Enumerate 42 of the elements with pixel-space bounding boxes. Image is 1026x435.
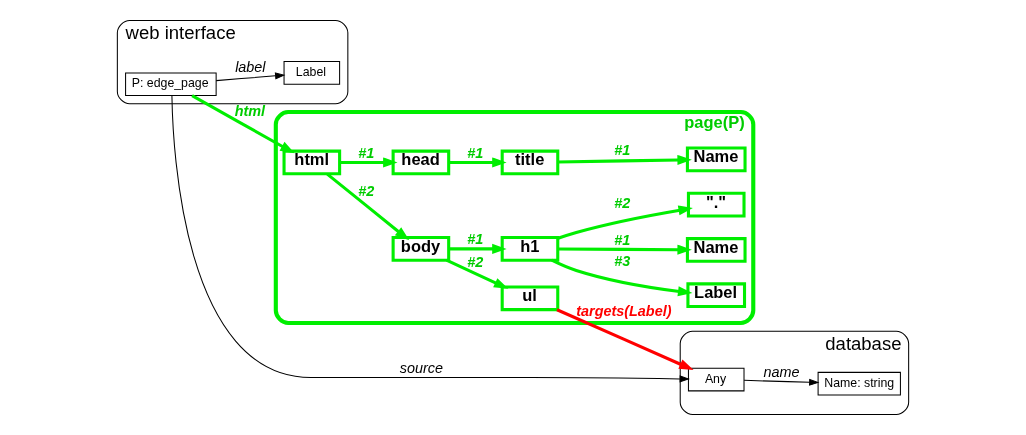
edge-label: #2: [358, 182, 375, 199]
edge-label: #1: [358, 144, 375, 161]
edge-label: name: [763, 363, 800, 380]
node-box: html: [282, 149, 342, 176]
edge-label: #3: [614, 252, 631, 269]
node-box: body: [391, 236, 451, 262]
edge-label: html: [234, 103, 266, 120]
arrow: [551, 258, 693, 297]
arrow: [557, 205, 693, 240]
arrow: [743, 378, 820, 386]
arrow: [445, 258, 509, 289]
arrow: [171, 95, 690, 383]
node-box: title: [500, 149, 560, 176]
node-box: P: edge_page: [125, 72, 217, 97]
node-box: ul: [500, 285, 560, 312]
edge-label: targets(Label): [576, 302, 672, 319]
arrow: [448, 243, 507, 254]
node-box: Name: [685, 237, 747, 263]
edge-label: #1: [467, 144, 484, 161]
arrow: [557, 154, 692, 166]
edge-label: source: [399, 359, 444, 376]
arrow: [191, 94, 295, 154]
edge-label: label: [235, 59, 266, 76]
node-box: h1: [500, 236, 560, 262]
edge-label: #1: [614, 231, 631, 248]
node-box: Any: [687, 367, 745, 392]
edge-label: #1: [614, 142, 631, 159]
edge-label: #1: [467, 230, 484, 247]
arrow: [556, 308, 694, 371]
node-box: Label: [686, 282, 747, 309]
node-box: Label: [283, 61, 341, 85]
arrow: [339, 157, 398, 168]
arrow: [557, 244, 692, 255]
node-box: Name: string: [817, 371, 901, 396]
edge-label: #2: [467, 253, 484, 270]
node-box: Name: [685, 146, 747, 173]
arrow: [326, 172, 410, 241]
node-box: ".": [686, 191, 746, 218]
arrow: [215, 72, 286, 82]
edge-label: #2: [614, 194, 631, 211]
node-box: head: [391, 149, 451, 176]
arrow: [448, 157, 507, 168]
